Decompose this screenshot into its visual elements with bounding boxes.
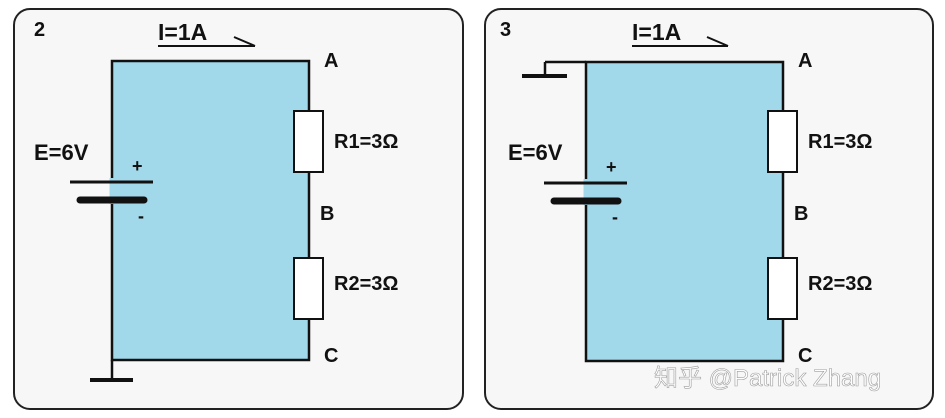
node-b-label: B xyxy=(794,203,808,225)
circuit-loop xyxy=(584,60,785,363)
current-arrow-head xyxy=(706,36,729,47)
circuit-loop xyxy=(110,59,311,362)
battery-minus-sign: - xyxy=(138,206,144,226)
panel-number: 3 xyxy=(500,19,511,41)
battery-minus-sign: - xyxy=(612,207,618,227)
current-label: I=1A xyxy=(158,19,207,45)
current-arrow-head xyxy=(233,36,256,47)
r2-label: R2=3Ω xyxy=(334,273,398,295)
r1-label: R1=3Ω xyxy=(808,131,872,153)
panel-3: 3 I=1A A B C R1=3Ω R2=3Ω + - E=6V 知乎 @Pa… xyxy=(484,8,934,410)
node-b-label: B xyxy=(320,203,334,225)
resistor-r1 xyxy=(293,110,324,173)
battery-plus-sign: + xyxy=(606,157,617,177)
emf-label: E=6V xyxy=(508,140,563,165)
current-label: I=1A xyxy=(632,19,681,45)
resistor-r2 xyxy=(767,257,798,320)
r1-label: R1=3Ω xyxy=(334,131,398,153)
panel-2: 2 I=1A A B C R1=3Ω R2=3Ω + - E=6V xyxy=(13,8,464,410)
emf-label: E=6V xyxy=(34,140,89,165)
node-c-label: C xyxy=(798,345,812,367)
r2-label: R2=3Ω xyxy=(808,273,872,295)
watermark-text: 知乎 @Patrick Zhang xyxy=(654,365,881,392)
node-a-label: A xyxy=(324,50,338,72)
node-c-label: C xyxy=(324,345,338,367)
panel-number: 2 xyxy=(34,19,45,41)
node-a-label: A xyxy=(798,50,812,72)
resistor-r1 xyxy=(767,110,798,173)
resistor-r2 xyxy=(293,257,324,320)
battery-plus-sign: + xyxy=(132,156,143,176)
